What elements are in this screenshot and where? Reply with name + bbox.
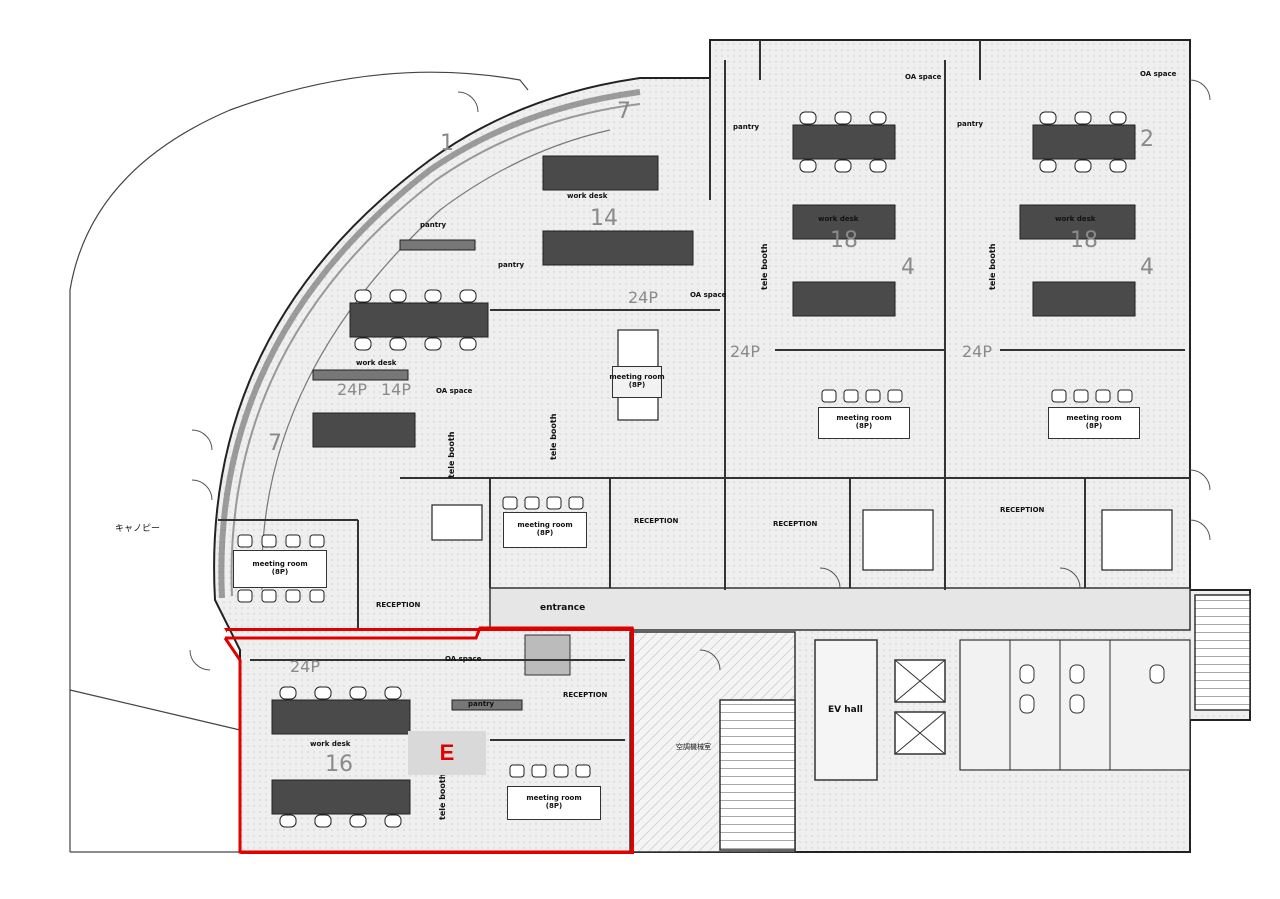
meeting-room-capacity: (8P) (545, 802, 563, 810)
work-desk-label-section-e: work desk (310, 740, 351, 748)
capacity-label: 24P (730, 342, 761, 361)
meeting-room-label: meeting room (609, 373, 665, 382)
capacity-label: 24P (290, 657, 321, 676)
door-swings (189, 79, 1211, 671)
tele-booth-label-e: tele booth (438, 773, 447, 820)
work-desk-label-east-b: work desk (1055, 215, 1096, 223)
meeting-room-label: meeting room (1066, 414, 1122, 423)
oa-space-label-section-e: OA space (445, 655, 482, 663)
tele-booth-label-d: tele booth (988, 243, 997, 290)
meeting-room-label: meeting room (252, 560, 308, 569)
meeting-room-west: meeting room(8P) (233, 550, 327, 588)
work-desk-label-west: work desk (356, 359, 397, 367)
capacity-label: 24P (962, 342, 993, 361)
capacity-label: 14P (381, 380, 412, 399)
reception-label-east-a: RECEPTION (773, 520, 818, 528)
reception-label-section-e: RECEPTION (563, 691, 608, 699)
zone-number: 4 (901, 255, 915, 280)
ev-hall-label: EV hall (828, 705, 863, 715)
meeting-room-east-b: meeting room(8P) (1048, 407, 1140, 439)
meeting-room-capacity: (8P) (1085, 422, 1103, 430)
pantry-label-center: pantry (498, 261, 525, 269)
tele-booth-label-c: tele booth (760, 243, 769, 290)
capacity-label: 24P (337, 380, 368, 399)
meeting-room-capacity: (8P) (628, 381, 646, 389)
meeting-room-center-glass: meeting room(8P) (609, 366, 665, 398)
zone-number: 16 (325, 752, 353, 777)
pantry-label-section-e: pantry (468, 700, 495, 708)
zone-number: 2 (1140, 127, 1154, 152)
zone-number: 7 (617, 99, 631, 124)
oa-space-label-west: OA space (436, 387, 473, 395)
entrance-label: entrance (540, 603, 586, 613)
pantry-label-east-b: pantry (957, 120, 984, 128)
reception-label-east-b: RECEPTION (1000, 506, 1045, 514)
oa-space-label-center: OA space (690, 291, 727, 299)
meeting-room-center: meeting room(8P) (503, 512, 587, 548)
zone-number: 4 (1140, 255, 1154, 280)
work-desk-label-east-a: work desk (818, 215, 859, 223)
meeting-room-label: meeting room (836, 414, 892, 423)
pantry-label-east-a: pantry (733, 123, 760, 131)
meeting-room-capacity: (8P) (855, 422, 873, 430)
zone-number: 14 (590, 206, 618, 231)
zone-number: 7 (268, 431, 282, 456)
oa-space-label-east-a: OA space (905, 73, 942, 81)
section-e-badge: E (408, 731, 486, 775)
pantry-label-west: pantry (420, 221, 447, 229)
reception-label-west: RECEPTION (376, 601, 421, 609)
meeting-room-capacity: (8P) (536, 529, 554, 537)
tele-booth-label-b: tele booth (549, 413, 558, 460)
zone-number: 18 (830, 228, 858, 253)
meeting-room-capacity: (8P) (271, 568, 289, 576)
zone-number: 18 (1070, 228, 1098, 253)
reception-label-center: RECEPTION (634, 517, 679, 525)
oa-space-label-east-b: OA space (1140, 70, 1177, 78)
work-desk-label-center: work desk (567, 192, 608, 200)
canopy-label: キャノピー (115, 524, 161, 534)
meeting-room-section-e: meeting room(8P) (507, 786, 601, 820)
meeting-room-label: meeting room (517, 521, 573, 530)
zone-number: 1 (440, 131, 454, 156)
meeting-room-east-a: meeting room(8P) (818, 407, 910, 439)
utility-room-label: 空調機械室 (676, 743, 711, 751)
tele-booth-label-a: tele booth (447, 431, 456, 478)
capacity-label: 24P (628, 288, 659, 307)
